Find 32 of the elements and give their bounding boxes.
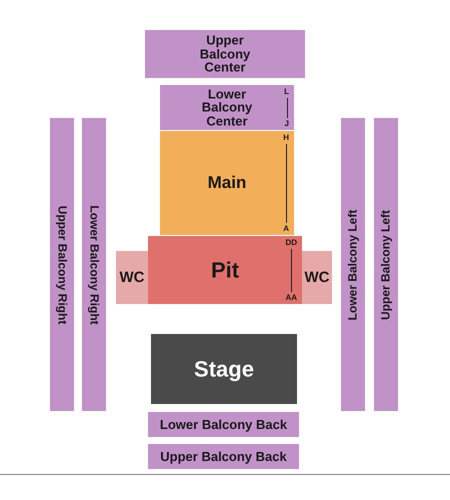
row-marker: DD [285, 239, 297, 247]
section-label: Upper Balcony Center [198, 34, 252, 74]
section-label: Pit [210, 258, 240, 282]
seating-section [160, 131, 294, 235]
row-marker: AA [285, 294, 297, 302]
seating-section [160, 85, 294, 130]
section-label: Lower Balcony Center [200, 87, 254, 128]
section-label: Stage [194, 357, 254, 381]
seating-section [116, 251, 148, 304]
section-label: WC [304, 270, 330, 286]
row-marker: J [284, 120, 289, 128]
row-marker: L [284, 88, 289, 96]
seating-section [148, 412, 299, 437]
stage-area [151, 334, 297, 404]
row-marker: A [283, 225, 289, 233]
seating-section [82, 118, 106, 411]
section-label: WC [120, 270, 144, 286]
section-label: Lower Balcony Back [160, 418, 288, 432]
section-label: Upper Balcony Back [160, 450, 287, 464]
seating-section [148, 444, 299, 469]
row-marker: H [283, 134, 289, 142]
section-label: Lower Balcony Right [88, 204, 100, 324]
seating-section [341, 118, 365, 411]
section-label: Upper Balcony Right [56, 205, 68, 324]
seating-section [50, 118, 74, 411]
section-label: Upper Balcony Left [380, 210, 392, 320]
section-label: Lower Balcony Left [346, 209, 360, 320]
section-label: Main [208, 174, 246, 192]
seating-section [302, 251, 332, 304]
seating-section [374, 118, 398, 411]
seating-section [148, 236, 302, 304]
seating-section [145, 30, 305, 78]
